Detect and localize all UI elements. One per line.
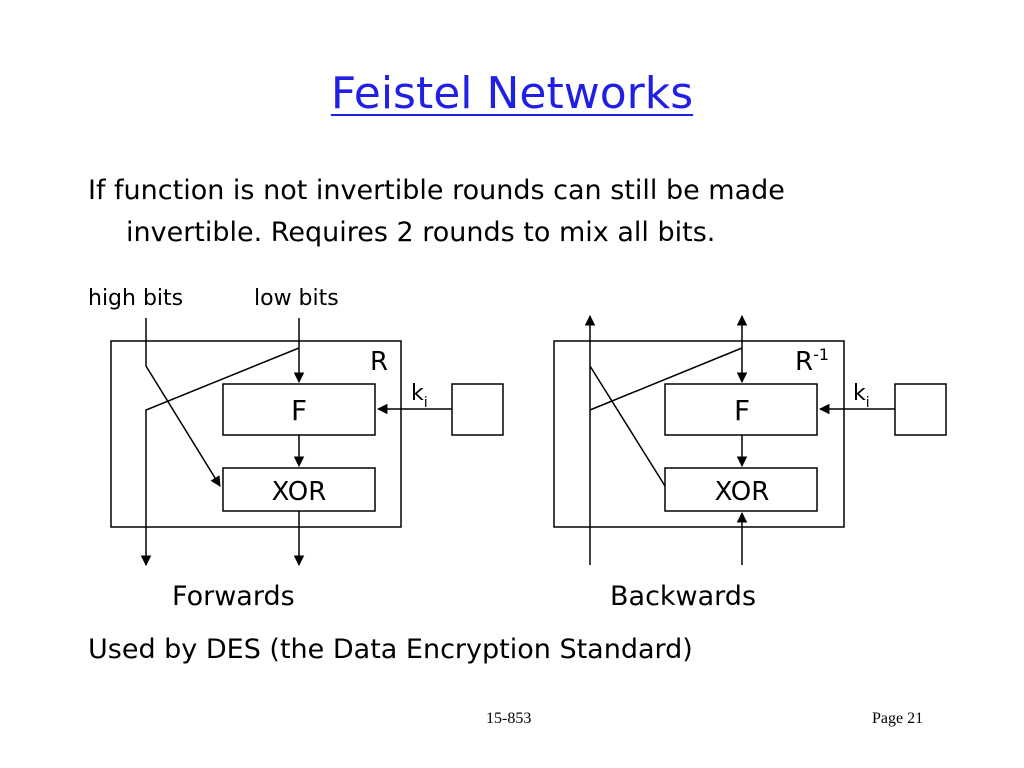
backward-key-label: ki — [853, 381, 870, 411]
forward-key-subscript: i — [424, 395, 428, 411]
backward-key-letter: k — [853, 381, 866, 406]
backward-cross-line — [589, 347, 743, 411]
forward-xor-label: XOR — [272, 477, 327, 507]
backward-xor-box — [664, 467, 818, 512]
forwards-caption: Forwards — [172, 581, 295, 612]
backward-xor-label: XOR — [715, 477, 770, 507]
backward-round-label: R-1 — [795, 345, 829, 377]
high-bits-label: high bits — [88, 286, 183, 311]
forward-round-frame — [110, 340, 402, 528]
footer-page-number: Page 21 — [872, 710, 924, 727]
backward-key-box — [894, 383, 947, 436]
footer-course: 15-853 — [486, 710, 532, 727]
slide-title: Feistel Networks — [330, 68, 694, 119]
forward-key-box — [451, 383, 504, 436]
backwards-caption: Backwards — [610, 581, 757, 612]
backward-round-letter: R — [795, 347, 813, 377]
forward-key-label: ki — [411, 381, 428, 411]
backward-round — [553, 314, 947, 565]
backward-round-superscript: -1 — [813, 345, 829, 364]
conclusion-text: Used by DES (the Data Encryption Standar… — [88, 634, 693, 665]
intro-line-1: If function is not invertible rounds can… — [88, 175, 785, 206]
forward-f-label: F — [291, 394, 307, 427]
forward-f-box — [222, 383, 376, 436]
forward-round — [110, 318, 504, 567]
low-bits-label: low bits — [254, 286, 339, 311]
backward-round-frame — [553, 340, 845, 528]
forward-round-label: R — [370, 347, 388, 377]
intro-line-2: invertible. Requires 2 rounds to mix all… — [126, 217, 716, 248]
intro-text: If function is not invertible rounds can… — [88, 170, 968, 254]
forward-key-letter: k — [411, 381, 424, 406]
backward-f-label: F — [734, 394, 750, 427]
backward-xor-to-high-line — [589, 365, 666, 487]
forward-cross-arrow — [140, 347, 300, 567]
forward-high-to-xor-arrow — [145, 318, 221, 487]
backward-key-subscript: i — [866, 395, 870, 411]
backward-f-box — [664, 383, 818, 436]
